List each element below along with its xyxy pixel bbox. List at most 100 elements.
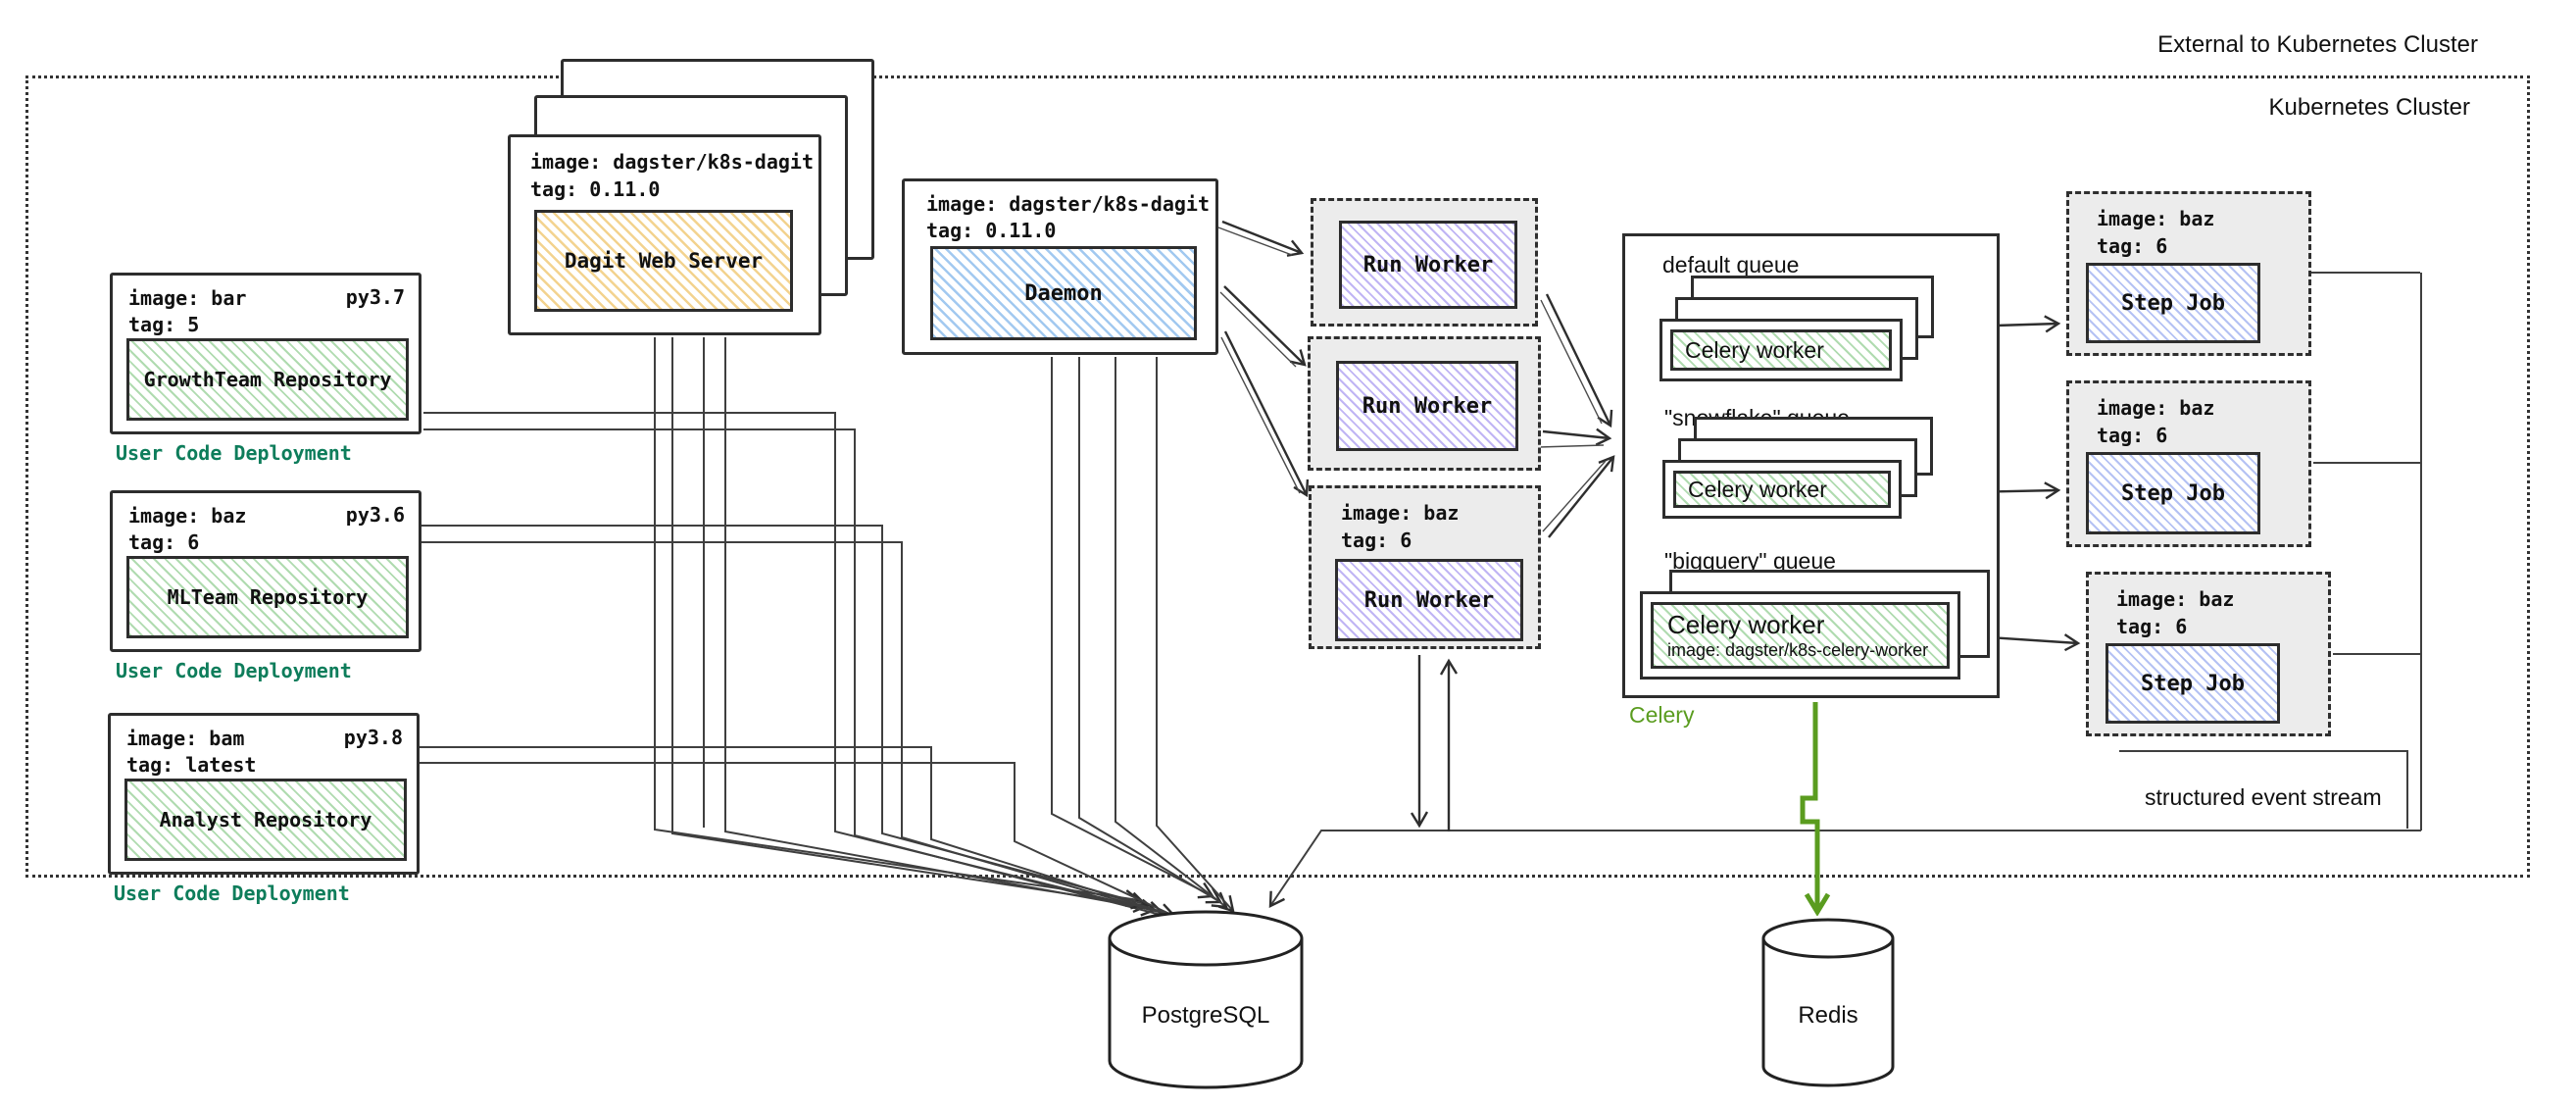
image-label: image: baz — [1341, 501, 1460, 525]
celery-worker-default: Celery worker — [1660, 319, 1903, 381]
step-job-box: Step Job — [2086, 452, 2260, 534]
run-worker-pod-2: Run Worker — [1308, 336, 1541, 471]
tag-label: tag: 5 — [128, 313, 200, 336]
tag-label: tag: 6 — [2116, 615, 2188, 638]
repo3-line-a — [420, 746, 1177, 921]
celery-container: default queue Celery worker "snowflake" … — [1622, 233, 2000, 698]
step-job-label: Step Job — [2121, 480, 2225, 506]
dagit-box: Dagit Web Server — [534, 210, 793, 312]
daemon-postgres-line-1 — [1051, 357, 1215, 899]
celery-worker-box: Celery worker — [1673, 471, 1891, 508]
user-code-deployment-caption: User Code Deployment — [116, 659, 352, 682]
external-cluster-label: External to Kubernetes Cluster — [2157, 31, 2478, 58]
repo1-line-b — [423, 428, 1169, 918]
postgres-cylinder — [1108, 938, 1304, 1089]
step-job-label: Step Job — [2141, 671, 2245, 696]
celery-worker-label: Celery worker — [1688, 476, 1827, 502]
kubernetes-cluster-boundary — [25, 76, 2530, 878]
celery-worker-bigquery: Celery worker image: dagster/k8s-celery-… — [1640, 591, 1960, 680]
event-label-box — [2119, 750, 2408, 829]
step-job-box: Step Job — [2105, 643, 2280, 724]
kubernetes-cluster-label: Kubernetes Cluster — [2268, 94, 2470, 121]
tag-label: tag: 0.11.0 — [530, 177, 661, 201]
step-job-pod-3: image: baz tag: 6 Step Job — [2086, 572, 2331, 736]
daemon-node: image: dagster/k8s-dagit tag: 0.11.0 Dae… — [902, 178, 1218, 355]
dagit-label: Dagit Web Server — [564, 249, 764, 273]
event-stream-line — [1268, 830, 2421, 908]
image-label: image: bam — [126, 727, 245, 750]
daemon-postgres-line-3 — [1115, 357, 1228, 909]
daemon-runworker2-arrow — [1223, 285, 1307, 367]
postgres-label: PostgreSQL — [1141, 1002, 1270, 1029]
celery-redis-arrow — [1800, 702, 1817, 912]
redis-label: Redis — [1798, 1002, 1858, 1029]
daemon-postgres-line-2 — [1078, 357, 1223, 904]
runworker2-celery-arrow — [1542, 428, 1612, 446]
tag-label: tag: latest — [126, 753, 257, 777]
repo2-line-a — [421, 525, 1148, 910]
celery-worker-label: Celery worker — [1667, 610, 1825, 639]
run-worker-pod-1: Run Worker — [1311, 198, 1538, 327]
run-worker-box: Run Worker — [1339, 221, 1517, 309]
image-label: image: baz — [2116, 587, 2235, 611]
step-job-box: Step Job — [2086, 263, 2260, 343]
run-worker-box: Run Worker — [1335, 559, 1523, 641]
user-code-deployment-caption: User Code Deployment — [116, 441, 352, 465]
image-label: image: baz — [2097, 207, 2215, 230]
redis-cylinder — [1761, 938, 1895, 1087]
python-version-label: py3.6 — [345, 503, 405, 527]
runworker1-celery-arrow — [1545, 293, 1613, 428]
run-worker-label: Run Worker — [1362, 252, 1494, 277]
repository-box: Analyst Repository — [124, 779, 407, 861]
tag-label: tag: 6 — [2097, 234, 2168, 258]
queue-label-bigquery: "bigquery" queue — [1664, 548, 1836, 574]
daemon-runworker3-arrow — [1223, 330, 1310, 498]
celery-worker-box: Celery worker image: dagster/k8s-celery-… — [1651, 602, 1950, 669]
run-worker-box: Run Worker — [1336, 361, 1518, 451]
run-worker-pod-3: image: baz tag: 6 Run Worker — [1309, 485, 1541, 649]
step-job-pod-2: image: baz tag: 6 Step Job — [2066, 380, 2311, 547]
dagit-web-server: image: dagster/k8s-dagit tag: 0.11.0 Dag… — [508, 134, 821, 335]
celery-worker-image-label: image: dagster/k8s-celery-worker — [1667, 640, 1929, 660]
user-code-deployment-2: image: baz py3.6 tag: 6 MLTeam Repositor… — [110, 490, 421, 652]
repository-box: MLTeam Repository — [126, 556, 409, 638]
dagit-postgres-line-4 — [724, 337, 1158, 917]
repository-label: Analyst Repository — [159, 808, 372, 831]
repository-box: GrowthTeam Repository — [126, 338, 409, 421]
image-label: image: baz — [128, 504, 247, 528]
celery-worker-label: Celery worker — [1685, 336, 1824, 363]
python-version-label: py3.8 — [343, 726, 403, 749]
celery-worker-snowflake: Celery worker — [1662, 460, 1902, 519]
daemon-label: Daemon — [1024, 280, 1103, 306]
user-code-deployment-1: image: bar py3.7 tag: 5 GrowthTeam Repos… — [110, 273, 421, 434]
user-code-deployment-caption: User Code Deployment — [114, 881, 350, 905]
run-worker-label: Run Worker — [1363, 587, 1495, 613]
event-stream-label: structured event stream — [2145, 784, 2382, 810]
image-label: image: dagster/k8s-dagit — [926, 192, 1210, 216]
daemon-runworker1-arrow — [1221, 220, 1305, 257]
image-label: image: bar — [128, 286, 247, 310]
dagit-postgres-line-1 — [654, 337, 1142, 908]
tag-label: tag: 6 — [1341, 529, 1412, 552]
tag-label: tag: 6 — [128, 530, 200, 554]
daemon-postgres-line-4 — [1156, 357, 1235, 913]
tag-label: tag: 6 — [2097, 424, 2168, 447]
step-job-pod-1: image: baz tag: 6 Step Job — [2066, 191, 2311, 356]
image-label: image: baz — [2097, 396, 2215, 420]
step-job-label: Step Job — [2121, 290, 2225, 316]
celery-caption: Celery — [1629, 702, 1695, 728]
run-worker-label: Run Worker — [1362, 393, 1493, 419]
repo2-line-b — [421, 541, 1153, 911]
user-code-deployment-3: image: bam py3.8 tag: latest Analyst Rep… — [108, 713, 420, 875]
repository-label: GrowthTeam Repository — [143, 368, 392, 391]
dagit-postgres-line-2 — [671, 337, 1150, 914]
celery-worker-box: Celery worker — [1670, 329, 1892, 371]
daemon-box: Daemon — [930, 246, 1197, 340]
image-label: image: dagster/k8s-dagit — [530, 150, 814, 174]
python-version-label: py3.7 — [345, 285, 405, 309]
repo3-line-b — [420, 762, 1183, 921]
runworker3-celery-arrow — [1548, 455, 1615, 538]
repository-label: MLTeam Repository — [167, 585, 369, 609]
